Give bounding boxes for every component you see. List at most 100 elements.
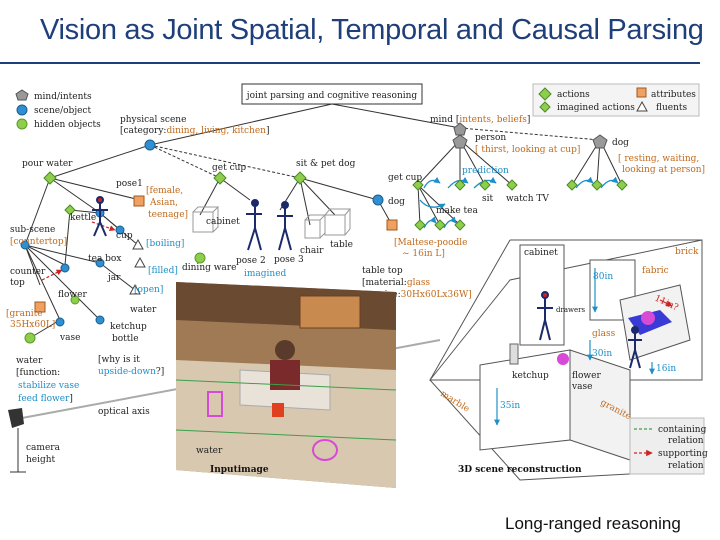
blue-circle-icon: [16, 104, 28, 116]
sub-scene-node: [64, 204, 76, 216]
sub-scene-label: sub-scene: [10, 225, 55, 235]
flower-label: flower: [58, 290, 87, 300]
legend-actions: actions: [557, 90, 590, 100]
water-func-label: water: [16, 356, 43, 366]
jar-node: [60, 263, 70, 273]
legend-imagined: imagined actions: [557, 103, 635, 113]
legend-support-2: relation: [668, 461, 704, 471]
granite-attr-node: [34, 301, 46, 313]
pour-water-label: pour water: [22, 159, 73, 169]
water-node-label: water: [130, 305, 157, 315]
counter-top-1: counter: [10, 267, 46, 277]
slide-title: Vision as Joint Spatial, Temporal and Ca…: [40, 14, 704, 46]
legend-contain-2: relation: [668, 436, 704, 446]
filled-fluent: [134, 256, 146, 268]
why-label-2: upside-down?]: [98, 367, 164, 377]
watch-tv-label: watch TV: [506, 194, 549, 204]
legend-support-1: supporting: [658, 449, 708, 459]
optical-axis-label: optical axis: [98, 407, 150, 417]
physical-scene-node: [144, 139, 156, 151]
scene-marble: marble: [438, 389, 471, 415]
photo-caption: Inputimage: [210, 465, 269, 475]
pentagon-icon: [15, 89, 29, 101]
watch-tv-node: [506, 179, 518, 191]
tree-labels: physical scene [category:dining, living,…: [6, 115, 705, 465]
photo-water: water: [196, 446, 223, 456]
open-fluent: [129, 283, 141, 295]
pose1-attr-1: [female,: [146, 186, 183, 196]
make-tea-node-3: [454, 219, 466, 231]
scene-cabinet: cabinet: [524, 248, 558, 258]
jar-label: jar: [107, 273, 121, 283]
square-icon: [636, 87, 647, 98]
pose1-attr-2: Asian,: [149, 198, 178, 208]
counter-top-node: [20, 240, 30, 250]
make-tea-node-2: [434, 219, 446, 231]
why-label-1: [why is it: [98, 355, 140, 365]
prediction-label: prediction: [462, 166, 509, 176]
pose2-label: pose 2: [236, 256, 266, 266]
dog-mid-label: dog: [388, 197, 405, 207]
dog-state-2: looking at person]: [622, 165, 705, 175]
scene-35in: 35in: [500, 401, 520, 411]
get-cup-label: get cup: [212, 163, 246, 173]
legend-scene: scene/object: [34, 106, 91, 116]
scene-glass: glass: [592, 329, 616, 339]
open-label: [open]: [134, 285, 163, 295]
countertop-tag: [countertop]: [10, 237, 67, 247]
legend-hidden: hidden objects: [34, 120, 101, 130]
category-label: [category:dining, living, kitchen]: [120, 126, 270, 136]
function-val-1: stabilize vase: [18, 381, 79, 391]
scene-flower-1: flower: [572, 371, 601, 381]
legend-left: mind/intents scene/object hidden objects: [15, 89, 101, 130]
pose3-label: pose 3: [274, 255, 304, 265]
scene-brick: brick: [675, 247, 699, 257]
legend-contain-1: containing: [658, 425, 707, 435]
kettle-label: kettle: [70, 213, 96, 223]
wireframe-objects: [192, 206, 352, 239]
boiling-fluent: [132, 238, 144, 250]
table-top-label: table top: [362, 266, 403, 276]
scene-30in: 30in: [592, 349, 612, 359]
dog-breed-1: [Maltese-poodle: [394, 238, 467, 248]
ketchup-bottle-1: ketchup: [110, 322, 147, 332]
function-val-2: feed flower]: [18, 394, 73, 404]
water-hidden-node: [24, 332, 36, 344]
sit-pet-dog-label: sit & pet dog: [296, 159, 356, 169]
mind-label: mind [intents, beliefs]: [430, 115, 530, 125]
legend-right: actions attributes imagined actions flue…: [532, 83, 700, 117]
physical-scene-label: physical scene: [120, 115, 186, 125]
legend-fluents: fluents: [656, 103, 688, 113]
diamond-icon: [538, 87, 552, 101]
scene-ketchup: ketchup: [512, 371, 549, 381]
sit-node: [479, 179, 491, 191]
dining-ware-label: dining ware: [182, 263, 236, 273]
pose1-attr-3: teenage]: [148, 210, 188, 220]
footer-caption: Long-ranged reasoning: [505, 514, 681, 533]
ketchup-bottle-2: bottle: [112, 334, 139, 344]
dining-ware-node: [194, 252, 206, 264]
pour-water-node: [43, 171, 57, 185]
imagined-label: imagined: [244, 269, 287, 279]
pose-figures: [92, 196, 293, 251]
sit-label: sit: [482, 194, 493, 204]
cabinet-mid-label: cabinet: [206, 217, 240, 227]
dog-right-label: dog: [612, 138, 629, 148]
function-label: [function:: [16, 368, 60, 378]
person-node: [452, 134, 468, 149]
dog-mid-node: [372, 194, 384, 206]
dog-state-1: [ resting, waiting,: [618, 154, 699, 164]
dog-action-node-3: [616, 179, 628, 191]
make-tea-label: make tea: [436, 206, 478, 216]
cup-label: cup: [116, 231, 133, 241]
green-circle-icon: [16, 118, 28, 130]
get-cup-right-label: get cup: [388, 173, 422, 183]
scene3d-panel: cabinet brick fabric drawers glass ketch…: [428, 239, 708, 481]
pose1-label: pose1: [116, 179, 143, 189]
make-tea-node-1: [414, 219, 426, 231]
input-image-panel: water Inputimage: [175, 282, 397, 488]
cup-node: [115, 225, 125, 235]
top-box-label: joint parsing and cognitive reasoning: [246, 91, 418, 101]
sit-pet-dog-node: [293, 171, 307, 185]
